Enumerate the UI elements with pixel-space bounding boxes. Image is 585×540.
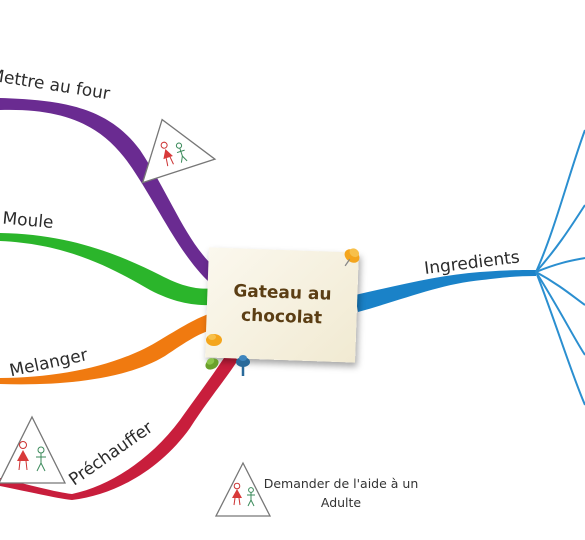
branch-prechauffer-line	[0, 352, 238, 500]
central-topic-note[interactable]: Gateau au chocolat	[205, 247, 359, 363]
central-topic-line-1: Gateau au	[233, 281, 332, 305]
branch-label-mettre-au-four[interactable]: Mettre au four	[0, 65, 111, 104]
branch-mettre-au-four-line	[0, 98, 215, 283]
adult-help-caption-line-2: Adulte	[320, 495, 362, 510]
branch-label-moule[interactable]: Moule	[2, 209, 55, 233]
branch-melanger-line	[0, 312, 218, 385]
branch-moule-line	[0, 233, 215, 306]
branch-label-prechauffer[interactable]: Préchauffer	[65, 418, 156, 490]
branch-ingredients-line	[355, 270, 536, 312]
adult-help-warning-icon	[141, 118, 217, 184]
ingredients-sub-branches	[535, 129, 585, 406]
adult-help-caption-line-1: Demander de l'aide à un	[263, 476, 419, 491]
central-topic-line-2: chocolat	[240, 305, 323, 329]
adult-help-warning-icon	[0, 415, 67, 484]
adult-help-caption: Demander de l'aide à un Adulte	[256, 474, 426, 512]
adult-help-warning-icon	[214, 461, 272, 517]
